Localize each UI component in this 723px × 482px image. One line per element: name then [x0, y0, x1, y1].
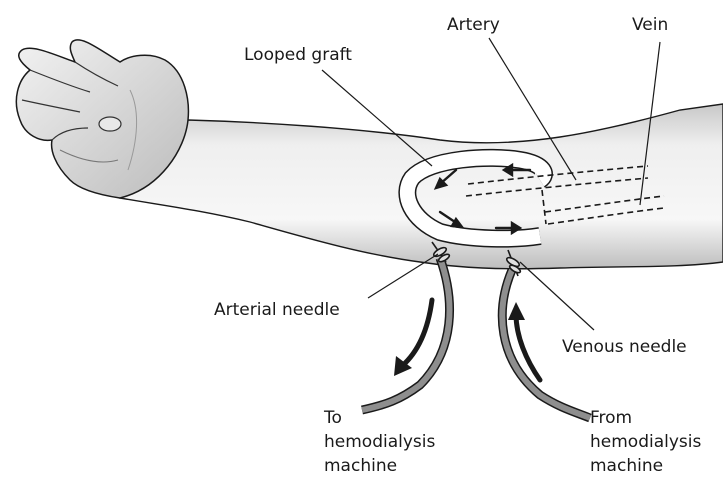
label-venous-needle: Venous needle [562, 337, 687, 357]
label-to-line3: machine [324, 456, 397, 476]
arterial-tube [362, 258, 450, 410]
label-arterial-needle: Arterial needle [214, 300, 340, 320]
label-vein: Vein [632, 15, 668, 35]
label-from-line1: From [590, 408, 632, 428]
label-to-line2: hemodialysis [324, 432, 435, 452]
label-to-line1: To [323, 408, 342, 428]
arm-outline [120, 104, 723, 269]
outflow-arrow-icon [394, 300, 432, 376]
label-artery: Artery [447, 15, 500, 35]
label-from-line3: machine [590, 456, 663, 476]
label-looped-graft: Looped graft [244, 45, 352, 65]
label-from-line2: hemodialysis [590, 432, 701, 452]
